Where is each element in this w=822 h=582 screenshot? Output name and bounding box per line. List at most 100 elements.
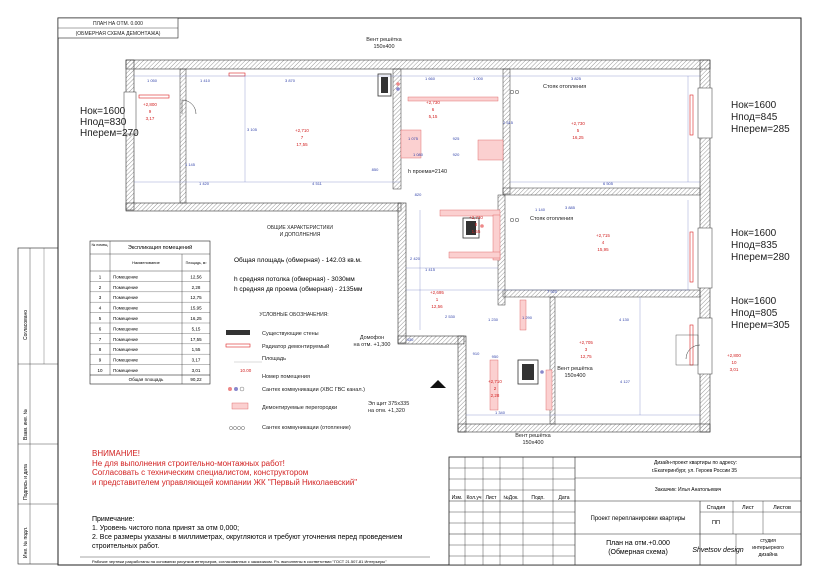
svg-text:Hперем=270: Hперем=270 — [80, 128, 139, 139]
svg-text:Дата: Дата — [558, 495, 569, 501]
svg-text:430: 430 — [407, 337, 414, 342]
table-row-area: 3,01 — [192, 368, 201, 373]
svg-text:1 140: 1 140 — [535, 207, 546, 212]
svg-text:Hок=1600: Hок=1600 — [80, 106, 126, 117]
svg-text:И ДОПОЛНЕНИЯ: И ДОПОЛНЕНИЯ — [280, 232, 321, 238]
svg-text:Hок=1600: Hок=1600 — [731, 228, 777, 239]
svg-text:Кол.уч: Кол.уч — [467, 495, 482, 501]
svg-text:Подп.: Подп. — [531, 495, 544, 501]
svg-text:Подпись и дата: Подпись и дата — [23, 464, 29, 500]
svg-text:Площадь: Площадь — [262, 356, 286, 362]
drawing-name-line1: План на отм.+0.000 — [606, 540, 670, 547]
el-shield-label-2: на отм. +1,320 — [368, 408, 405, 414]
svg-text:+2,705: +2,705 — [579, 340, 593, 345]
svg-text:№Док.: №Док. — [503, 495, 518, 501]
svg-text:1 340: 1 340 — [495, 410, 506, 415]
svg-text:Общая площадь (обмерная) - 142: Общая площадь (обмерная) - 142.03 кв.м. — [234, 256, 362, 264]
svg-text:h средняя потолка (обмерная) -: h средняя потолка (обмерная) - 3030мм — [234, 275, 355, 283]
svg-text:4 511: 4 511 — [312, 181, 322, 186]
svg-text:ВНИМАНИЕ!: ВНИМАНИЕ! — [92, 449, 140, 458]
svg-text:и представителем управляющей к: и представителем управляющей компании ЖК… — [92, 478, 357, 487]
table-row-area: 2,28 — [192, 285, 201, 290]
table-row-n: 7 — [99, 337, 102, 342]
svg-text:10: 10 — [731, 360, 737, 365]
svg-text:Hок=1600: Hок=1600 — [731, 100, 777, 111]
svg-text:1. Уровень чистого пола принят: 1. Уровень чистого пола принят за отм 0,… — [92, 525, 239, 532]
opening-heights-left: Hок=1600 Hпод=830 Hперем=270 — [80, 106, 139, 139]
svg-text:+2,710: +2,710 — [295, 128, 309, 133]
table-row-n: 5 — [99, 316, 102, 321]
svg-text:7 920: 7 920 — [547, 289, 558, 294]
svg-text:16,25: 16,25 — [572, 135, 584, 140]
table-row-n: 9 — [99, 358, 102, 363]
table-row-name: Помещение — [113, 295, 138, 300]
svg-text:2. Все размеры указаны в милли: 2. Все размеры указаны в миллиметрах, ок… — [92, 533, 403, 541]
table-row-area: 3,17 — [192, 358, 201, 363]
svg-text:1 410: 1 410 — [200, 78, 211, 83]
svg-text:2 530: 2 530 — [445, 314, 456, 319]
sheet-title-line1: ПЛАН НА ОТМ. 0.000 — [93, 21, 143, 27]
svg-text:+2,710: +2,710 — [488, 379, 502, 384]
svg-text:3: 3 — [585, 347, 588, 352]
warning-block: ВНИМАНИЕ! Не для выполнения строительно-… — [92, 449, 357, 487]
svg-text:12,75: 12,75 — [580, 354, 592, 359]
svg-text:Номер помещения: Номер помещения — [262, 374, 310, 380]
svg-text:ОБЩИЕ ХАРАКТЕРИСТИКИ: ОБЩИЕ ХАРАКТЕРИСТИКИ — [267, 225, 333, 231]
intercom-label-1: Домофон — [360, 335, 384, 341]
project-address-line2: г.Екатеринбург, ул. Героев России 35 — [652, 468, 738, 474]
svg-text:+2,715: +2,715 — [596, 233, 610, 238]
table-row-n: 1 — [99, 274, 102, 279]
svg-text:1 660: 1 660 — [425, 76, 436, 81]
svg-text:Существующие стены: Существующие стены — [262, 331, 319, 337]
svg-text:7: 7 — [301, 135, 304, 140]
svg-text:3 105: 3 105 — [247, 127, 258, 132]
svg-text:Hперем=305: Hперем=305 — [731, 320, 790, 331]
svg-text:строительных работ.: строительных работ. — [92, 542, 159, 550]
svg-text:5,15: 5,15 — [429, 114, 438, 119]
table-row-name: Помещение — [113, 368, 138, 373]
svg-text:Взам. инв. №: Взам. инв. № — [23, 409, 29, 440]
table-row-n: 3 — [99, 295, 102, 300]
svg-text:3,01: 3,01 — [730, 367, 739, 372]
total-area-value: 90,22 — [190, 377, 202, 382]
svg-text:Примечание:: Примечание: — [92, 516, 135, 523]
svg-text:дизайна: дизайна — [758, 551, 777, 558]
svg-text:5: 5 — [577, 128, 580, 133]
svg-text:Не для выполнения строительно-: Не для выполнения строительно-монтажных … — [92, 459, 285, 468]
svg-text:УСЛОВНЫЕ ОБОЗНАЧЕНИЯ:: УСЛОВНЫЕ ОБОЗНАЧЕНИЯ: — [259, 312, 328, 318]
svg-text:+2,730: +2,730 — [469, 215, 483, 220]
svg-text:Изм.: Изм. — [452, 495, 463, 501]
svg-text:12,56: 12,56 — [431, 304, 443, 309]
svg-text:+2,695: +2,695 — [430, 290, 444, 295]
footer-note: Рабочие чертежи разработаны на основании… — [92, 559, 387, 564]
col-num-header: № помещ. — [92, 243, 109, 247]
svg-text:1 420: 1 420 — [199, 181, 210, 186]
heating-riser-label-2: Стояк отопления — [530, 216, 573, 222]
svg-text:+2,730: +2,730 — [571, 121, 585, 126]
svg-text:Hперем=285: Hперем=285 — [731, 124, 790, 135]
title-block: Изм. Кол.уч Лист №Док. Подп. Дата Дизайн… — [448, 456, 802, 566]
intercom-label-2: на отм. +1,300 — [354, 342, 391, 348]
opening-heights-right3: Hок=1600 Hпод=805 Hперем=305 — [731, 296, 790, 331]
table-row-n: 10 — [97, 368, 103, 373]
explication-title: Экспликация помещений — [128, 244, 192, 251]
svg-text:1 080: 1 080 — [413, 152, 424, 157]
svg-text:4 127: 4 127 — [620, 379, 631, 384]
vent-label-bot-2: 150х400 — [522, 440, 543, 446]
svg-text:+2,730: +2,730 — [426, 100, 440, 105]
door-opening-height: h проема=2140 — [408, 169, 447, 175]
svg-text:820: 820 — [415, 192, 422, 197]
svg-text:1,55: 1,55 — [472, 229, 481, 234]
svg-text:4: 4 — [602, 240, 605, 245]
svg-text:2 420: 2 420 — [410, 256, 421, 261]
drawing-name-line2: (Обмерная схема) — [608, 548, 668, 556]
floor-plan — [123, 59, 713, 433]
svg-text:1 290: 1 290 — [522, 315, 533, 320]
svg-text:3 885: 3 885 — [565, 205, 576, 210]
table-row-area: 16,25 — [190, 316, 202, 321]
svg-text:2,28: 2,28 — [491, 393, 500, 398]
